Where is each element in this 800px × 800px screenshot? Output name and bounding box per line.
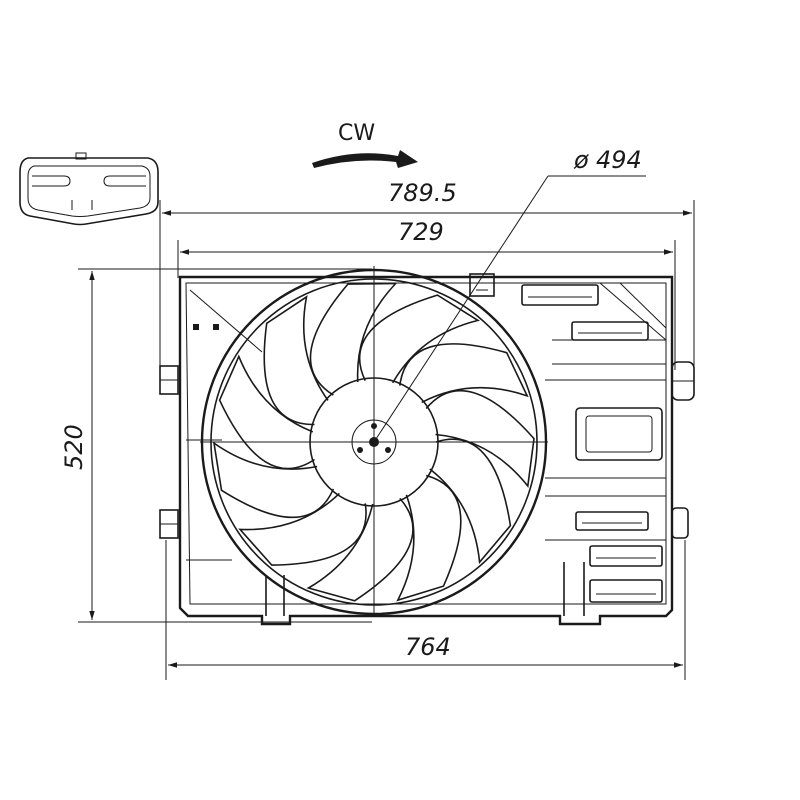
height-label: 520 xyxy=(60,424,88,470)
frame-width-label: 729 xyxy=(398,218,444,246)
rotation-label: CW xyxy=(338,121,375,146)
fan-blade xyxy=(396,474,462,602)
shroud-frame xyxy=(159,273,695,626)
fan-blade xyxy=(309,282,398,396)
fan-diameter-label: 494 xyxy=(596,146,642,174)
fan-blade xyxy=(263,295,329,426)
fan-blade xyxy=(306,497,414,602)
bottom-width-label: 764 xyxy=(405,633,451,661)
fan-blade xyxy=(238,492,367,566)
connector-detail xyxy=(19,152,159,226)
diameter-symbol: ø xyxy=(573,146,589,174)
rotation-indicator: CW xyxy=(312,121,418,168)
overall-width-label: 789.5 xyxy=(388,179,457,207)
fan-blade xyxy=(358,294,481,384)
fan-blades xyxy=(212,282,535,602)
fan-blade xyxy=(218,354,315,470)
fan-blade xyxy=(425,389,535,488)
rotation-arrow-icon xyxy=(312,150,418,168)
dimension-labels: ø 494 789.5 729 764 520 xyxy=(60,146,642,661)
fan-blade xyxy=(212,441,335,519)
fan-assembly xyxy=(200,266,548,616)
dimension-lines xyxy=(78,175,695,680)
